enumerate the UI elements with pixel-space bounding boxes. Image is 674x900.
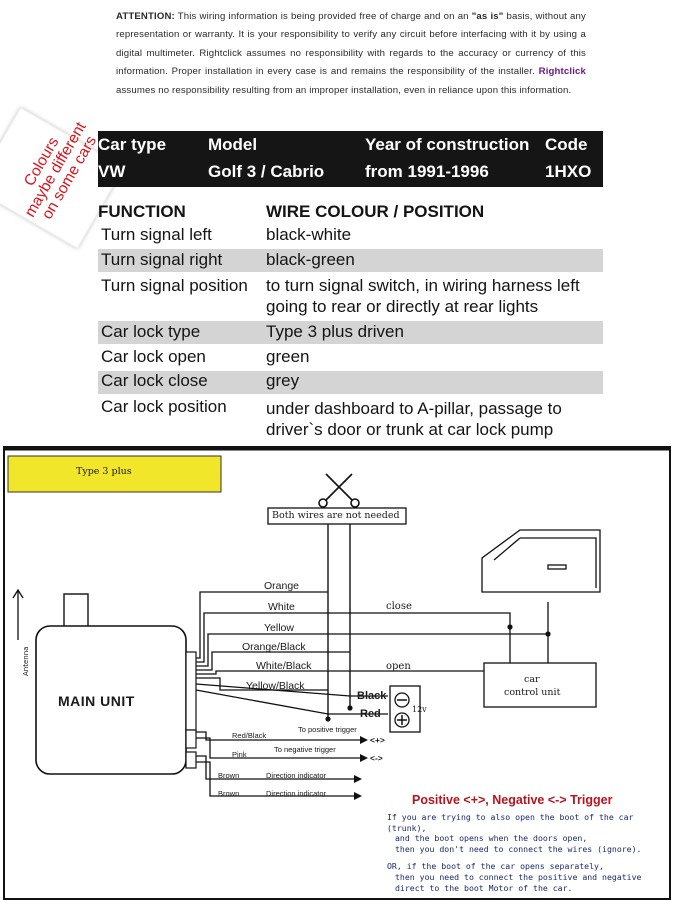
not-needed-label: Both wires are not needed (272, 510, 400, 521)
notice-text-3: assumes no responsibility resulting from… (116, 84, 572, 96)
row-function: Car lock open (101, 347, 206, 366)
table-row: Car lock type Type 3 plus driven (98, 321, 603, 344)
table-row: Turn signal left black-white (98, 223, 603, 247)
direction-indicator-label-2: Direction indicator (266, 789, 327, 798)
main-unit-connector (63, 593, 89, 629)
type-label-box (7, 455, 222, 493)
car-control-unit-box (483, 662, 597, 708)
type-label: Type 3 plus (76, 466, 132, 477)
close-label: close (386, 601, 412, 612)
not-needed-box (267, 507, 407, 525)
table-row: Turn signal position to turn signal swit… (98, 274, 603, 320)
function-table-header: FUNCTION WIRE COLOUR / POSITION (98, 200, 603, 222)
trigger-explanation: If you are trying to also open the boot … (387, 812, 672, 893)
notice-text-1: This wiring information is being provide… (177, 11, 469, 22)
trigger-line: and the boot opens when the doors open, (395, 833, 588, 844)
row-wire: black-green (266, 250, 355, 269)
value-model: Golf 3 / Cabrio (208, 162, 325, 181)
wire-label-yellow-black: Yellow/Black (246, 680, 305, 692)
brown-wire-label-1: Brown (218, 771, 240, 780)
car-door-icon (481, 529, 601, 593)
red-black-wire-label: Red/Black (232, 731, 267, 740)
car-info-table: Car type Model Year of construction Code… (98, 131, 603, 187)
header-year: Year of construction (365, 135, 530, 154)
to-negative-label: To negative trigger (274, 745, 336, 754)
row-wire: grey (266, 371, 300, 390)
row-wire-continued: driver`s door or trunk at car lock pump (266, 420, 554, 439)
disclaimer-notice: ATTENTION: This wiring information is be… (116, 8, 586, 100)
header-function: FUNCTION (98, 202, 186, 221)
harness-wires (195, 591, 549, 797)
wire-label-white: White (268, 601, 295, 613)
main-unit-pins (185, 651, 197, 769)
row-wire-continued: going to rear or directly at rear lights (266, 297, 539, 316)
voltage-label: 12v (412, 705, 427, 714)
row-wire: Type 3 plus driven (266, 322, 404, 341)
black-wire-label: Black (357, 690, 387, 702)
value-year: from 1991-1996 (365, 162, 489, 181)
pink-wire-label: Pink (232, 750, 247, 759)
brown-wire-label-2: Brown (218, 789, 240, 798)
notice-text-2: basis, without any representation or war… (116, 11, 586, 78)
header-car-type: Car type (98, 135, 167, 154)
row-function: Turn signal left (101, 225, 212, 244)
wire-label-orange: Orange (264, 580, 300, 592)
table-row: Car lock open green (98, 346, 603, 370)
header-code: Code (545, 135, 588, 154)
header-model: Model (208, 135, 258, 154)
row-function: Car lock type (101, 322, 201, 341)
table-row: Car lock position under dashboard to A-p… (98, 396, 603, 442)
row-function: Car lock close (101, 371, 208, 390)
antenna-label: Antenna (22, 646, 30, 676)
scissors-icon (318, 473, 360, 508)
row-wire: green (266, 347, 310, 366)
row-wire: to turn signal switch, in wiring harness… (266, 276, 580, 295)
trigger-title: Positive <+>, Negative <-> Trigger (412, 793, 613, 807)
table-row: Turn signal right black-green (98, 249, 603, 272)
wire-label-white-black: White/Black (256, 660, 312, 672)
wire-label-yellow: Yellow (264, 622, 294, 634)
attention-label: ATTENTION: (116, 11, 175, 22)
trigger-line: then you need to connect the positive an… (395, 871, 642, 882)
value-code: 1HXO (545, 162, 592, 181)
red-wire-label: Red (360, 708, 381, 720)
row-function: Turn signal position (101, 276, 248, 295)
wiring-diagram (3, 446, 671, 900)
control-unit-label-1: car (524, 674, 540, 685)
row-function: Turn signal right (101, 250, 223, 269)
table-row: Car lock close grey (98, 371, 603, 394)
direction-indicator-label-1: Direction indicator (266, 771, 327, 780)
trigger-arrow-icons (354, 736, 368, 800)
header-wire-colour: WIRE COLOUR / POSITION (266, 202, 485, 221)
row-function: Car lock position (101, 397, 227, 416)
wire-label-orange-black: Orange/Black (242, 641, 306, 653)
trigger-line: OR, if the boot of the car opens separat… (387, 861, 604, 872)
brand-name: Rightclick (538, 66, 586, 78)
trigger-line: If you are trying to also open the boot … (387, 812, 634, 833)
main-unit-label: MAIN UNIT (58, 693, 135, 709)
positive-symbol: <+> (370, 735, 385, 745)
open-label: open (386, 661, 411, 672)
trigger-line: direct to the boot Motor of the car. (395, 882, 573, 893)
row-wire: black-white (266, 225, 352, 244)
as-is-label: "as is" (471, 11, 504, 22)
value-car-type: VW (98, 162, 126, 181)
antenna-icon (12, 588, 24, 640)
control-unit-label-2: control unit (504, 687, 561, 698)
trigger-line: then you don't need to connect the wires… (395, 843, 642, 854)
row-wire: under dashboard to A-pillar, passage to (266, 399, 562, 418)
negative-symbol: <-> (370, 753, 383, 763)
to-positive-label: To positive trigger (298, 725, 357, 734)
